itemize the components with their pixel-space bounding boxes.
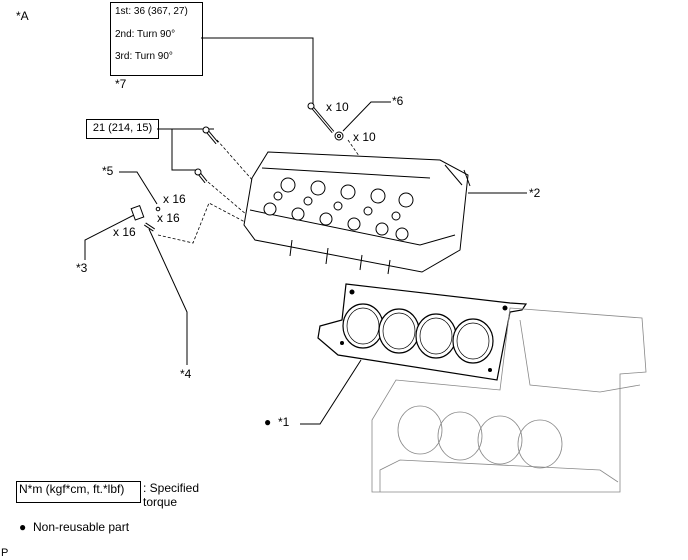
leader-4: [148, 228, 188, 365]
torque-spec-small: 21 (214, 15): [86, 119, 159, 139]
cylinder-block: [371, 307, 647, 493]
bolts-and-pins: [130, 102, 344, 232]
callout-5: *5: [102, 164, 114, 178]
cylinder-head: [243, 151, 471, 275]
callout-3: *3: [76, 261, 88, 275]
leader-7: [201, 37, 314, 104]
callout-7: *7: [115, 77, 127, 91]
qty-pin-a: x 16: [163, 192, 186, 206]
callout-6: *6: [392, 94, 404, 108]
legend-bullet-desc: Non-reusable part: [33, 520, 130, 534]
callout-1: *1: [278, 415, 290, 429]
legend-unit-box: N*m (kgf*cm, ft.*lbf): [16, 481, 141, 503]
qty-pin-c: x 16: [113, 225, 136, 239]
callout-2: *2: [529, 186, 541, 200]
legend-unit-desc: : Specified torque: [143, 481, 200, 509]
qty-pin-b: x 16: [157, 211, 180, 225]
qty-bolt: x 10: [326, 100, 349, 114]
page-code: P: [1, 547, 9, 559]
figure-label: *A: [16, 9, 29, 23]
torque-spec-box: 1st: 36 (367, 27) 2nd: Turn 90° 3rd: Tur…: [110, 2, 203, 76]
leader-torque-small-2: [171, 129, 196, 171]
legend-bullet: ●: [19, 520, 27, 534]
leader-5: [119, 171, 158, 205]
torque-step-3: 3rd: Turn 90°: [115, 51, 173, 62]
leader-1: [300, 359, 362, 425]
leader-3: [84, 213, 137, 260]
torque-step-1: 1st: 36 (367, 27): [115, 6, 188, 17]
head-gasket: [317, 283, 528, 381]
qty-washer: x 10: [353, 130, 376, 144]
non-reusable-mark: ●: [264, 415, 272, 429]
callout-4: *4: [180, 367, 192, 381]
torque-step-2: 2nd: Turn 90°: [115, 29, 176, 40]
leader-6: [342, 101, 391, 132]
